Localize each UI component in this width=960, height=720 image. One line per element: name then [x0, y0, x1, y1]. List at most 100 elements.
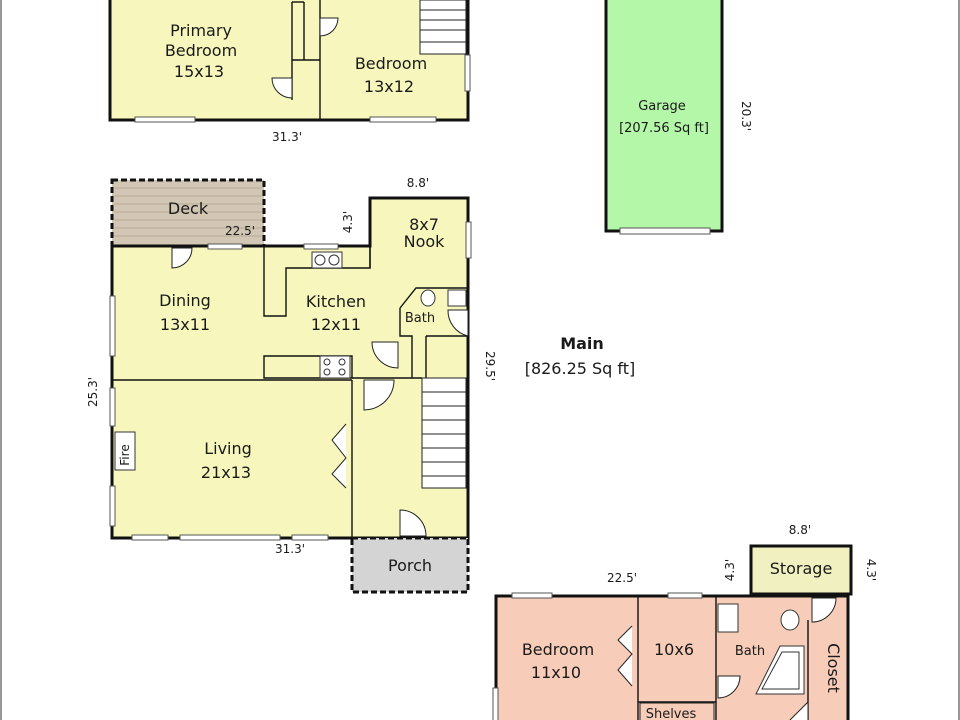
bath-sink-icon	[447, 289, 467, 307]
hall-door-swing	[363, 379, 395, 411]
main-floor: Deck 22.5'	[86, 176, 636, 594]
lower-bath-sink-icon	[717, 603, 739, 633]
deck-label: Deck	[168, 199, 209, 218]
upper-door-swing-2	[271, 77, 293, 99]
main-depth-right-dim: 29.5'	[483, 351, 497, 381]
lower-window-2	[667, 592, 703, 599]
storage-width-dim: 8.8'	[789, 523, 811, 537]
kitchen-size: 12x11	[311, 315, 361, 334]
nook-label: Nook	[404, 232, 446, 251]
main-window-living-bottom-2	[179, 534, 281, 541]
kitchen-sink-icon	[311, 251, 343, 269]
fire-label: Fire	[118, 444, 132, 465]
garage-door	[619, 227, 711, 235]
corner-tub-inner-icon	[761, 651, 800, 690]
deck-planks	[114, 187, 262, 237]
garage: Garage [207.56 Sq ft] 20.3'	[604, 0, 753, 235]
upper-window-3	[464, 54, 471, 92]
porch-door-swing	[399, 509, 427, 537]
dining-size: 13x11	[160, 315, 210, 334]
main-window-dining	[109, 295, 116, 357]
garage-area: [207.56 Sq ft]	[619, 121, 709, 136]
upper-floor: Primary Bedroom 15x13 Bedroom 13x12 31.3…	[108, 0, 471, 144]
upper-window-2	[369, 116, 437, 123]
stove-burner-2-icon	[338, 358, 346, 366]
lower-window-1	[511, 592, 553, 599]
stove-burner-4-icon	[338, 368, 346, 376]
storage-label: Storage	[770, 559, 833, 578]
stove-burner-icon	[323, 358, 331, 366]
porch-label: Porch	[388, 556, 432, 575]
lower-bedroom-label: Bedroom	[522, 640, 594, 659]
nook-width-dim: 8.8'	[407, 176, 429, 190]
main-window-living-bottom	[131, 534, 169, 541]
garage-label: Garage	[638, 99, 686, 114]
upper-stairs	[419, 0, 467, 55]
shelves-label: Shelves	[646, 707, 697, 720]
lower-floor: Storage 8.8' 4.3' 4.3' 22.5' Bedroom 11x…	[492, 523, 878, 720]
deck-door-swing	[171, 247, 193, 269]
corner-tub-icon	[755, 645, 805, 695]
main-window-kitchen	[303, 243, 339, 250]
toilet-icon	[420, 289, 436, 307]
bath-walls	[399, 287, 468, 378]
main-bath-label: Bath	[405, 311, 435, 326]
deck-width-dim: 22.5'	[225, 224, 255, 238]
lower-closet-door-swing	[811, 597, 837, 623]
main-floor-title: Main	[560, 334, 604, 353]
main-floor-fill	[112, 198, 468, 538]
kitchen-sink-bowl-2-icon	[328, 254, 340, 266]
main-window-living-bottom-3	[291, 534, 329, 541]
main-stairs	[421, 377, 467, 489]
primary-bedroom-label: Primary	[170, 21, 232, 40]
main-window-living-left	[109, 387, 116, 427]
nook-step-dim: 4.3'	[341, 211, 355, 233]
main-window-deck	[207, 243, 243, 250]
deck	[110, 178, 266, 248]
living-label: Living	[204, 439, 252, 458]
storage-left-dim: 4.3'	[723, 559, 737, 581]
bath-door-swing	[447, 309, 469, 337]
upper-width-dim: 31.3'	[272, 130, 302, 144]
lower-bath-door-swing	[717, 675, 741, 699]
lower-window-3	[492, 687, 499, 720]
upper-bedroom-label: Bedroom	[355, 54, 427, 73]
stove-icon	[319, 355, 351, 379]
lower-toilet-icon	[780, 609, 800, 631]
lower-bifold-door	[617, 625, 633, 687]
upper-floor-fill	[110, 0, 468, 120]
main-window-living-left-2	[109, 485, 116, 527]
lower-door-swing-bottom	[789, 700, 809, 720]
living-size: 21x13	[201, 463, 251, 482]
garage-depth-dim: 20.3'	[739, 101, 753, 131]
stove-burner-3-icon	[323, 368, 331, 376]
garage-fill	[604, 0, 724, 233]
primary-bedroom-label-2: Bedroom	[165, 41, 237, 60]
upper-bedroom-size: 13x12	[364, 77, 414, 96]
upper-door-swing-1	[319, 17, 339, 37]
lower-bath-label: Bath	[735, 644, 765, 659]
lower-width-dim: 22.5'	[607, 571, 637, 585]
dining-label: Dining	[159, 291, 211, 310]
main-width-bottom-dim: 31.3'	[275, 542, 305, 556]
kitchen-label: Kitchen	[306, 292, 366, 311]
primary-bedroom-size: 15x13	[174, 62, 224, 81]
main-floor-area: [826.25 Sq ft]	[525, 359, 636, 378]
upper-window-1	[134, 116, 196, 123]
main-depth-left-dim: 25.3'	[86, 377, 100, 407]
fireplace-icon	[114, 431, 136, 471]
lower-10x6-label: 10x6	[654, 640, 694, 659]
shelves	[639, 702, 715, 720]
closet-bifold-door	[331, 423, 347, 489]
storage	[749, 544, 853, 596]
lower-closet-label: Closet	[824, 643, 843, 693]
nook-size: 8x7	[409, 215, 439, 234]
main-window-nook-right	[465, 221, 472, 259]
kitchen-sink-bowl-icon	[314, 254, 326, 266]
storage-right-dim: 4.3'	[864, 559, 878, 581]
porch	[350, 536, 470, 594]
kitchen-door-swing	[371, 341, 399, 369]
lower-bedroom-size: 11x10	[531, 663, 581, 682]
